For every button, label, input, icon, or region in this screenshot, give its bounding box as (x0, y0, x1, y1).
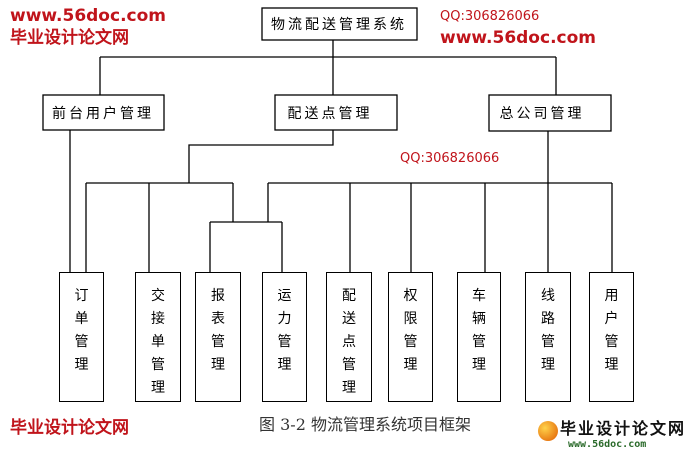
leaf-node-permissions: 权限管理 (388, 272, 433, 402)
leaf-label: 交接单管理 (151, 288, 165, 396)
root-label: 物流配送管理系统 (271, 17, 407, 33)
root-node: 物流配送管理系统 (261, 7, 418, 41)
leaf-node-delivery-points: 配送点管理 (326, 272, 372, 402)
level2-label: 总公司管理 (500, 106, 585, 122)
site-logo: 毕业设计论文网 www.56doc.com (530, 415, 686, 450)
leaf-label: 配送点管理 (342, 288, 356, 396)
watermark-url: www.56doc.com (10, 6, 166, 26)
logo-url: www.56doc.com (568, 439, 647, 450)
leaf-label: 报表管理 (211, 288, 225, 373)
level2-node-frontend: 前台用户管理 (42, 94, 165, 131)
watermark-qq: QQ:306826066 (440, 9, 540, 24)
connectors (69, 40, 613, 272)
leaf-node-handover: 交接单管理 (135, 272, 181, 402)
leaf-node-orders: 订单管理 (59, 272, 104, 402)
watermark-site: 毕业设计论文网 (10, 28, 129, 48)
leaf-node-capacity: 运力管理 (262, 272, 307, 402)
logo-ball-icon (538, 421, 558, 441)
level2-label: 前台用户管理 (52, 105, 154, 122)
level2-node-delivery: 配送点管理 (274, 94, 398, 131)
leaf-label: 权限管理 (403, 288, 418, 373)
level2-node-headquarters: 总公司管理 (488, 94, 612, 132)
leaf-label: 线路管理 (541, 288, 555, 373)
level2-label: 配送点管理 (288, 106, 373, 122)
leaf-label: 运力管理 (277, 288, 292, 373)
watermark-url: www.56doc.com (440, 28, 596, 48)
figure-caption: 图 3-2 物流管理系统项目框架 (259, 415, 471, 434)
logo-name: 毕业设计论文网 (560, 419, 687, 438)
watermark-qq: QQ:306826066 (400, 151, 500, 166)
leaf-node-users: 用户管理 (589, 272, 634, 402)
watermark-site: 毕业设计论文网 (10, 418, 129, 438)
leaf-label: 车辆管理 (472, 288, 486, 373)
leaf-node-vehicles: 车辆管理 (457, 272, 501, 402)
leaf-node-routes: 线路管理 (525, 272, 571, 402)
leaf-label: 用户管理 (604, 288, 619, 373)
leaf-label: 订单管理 (74, 288, 89, 373)
leaf-node-reports: 报表管理 (195, 272, 241, 402)
